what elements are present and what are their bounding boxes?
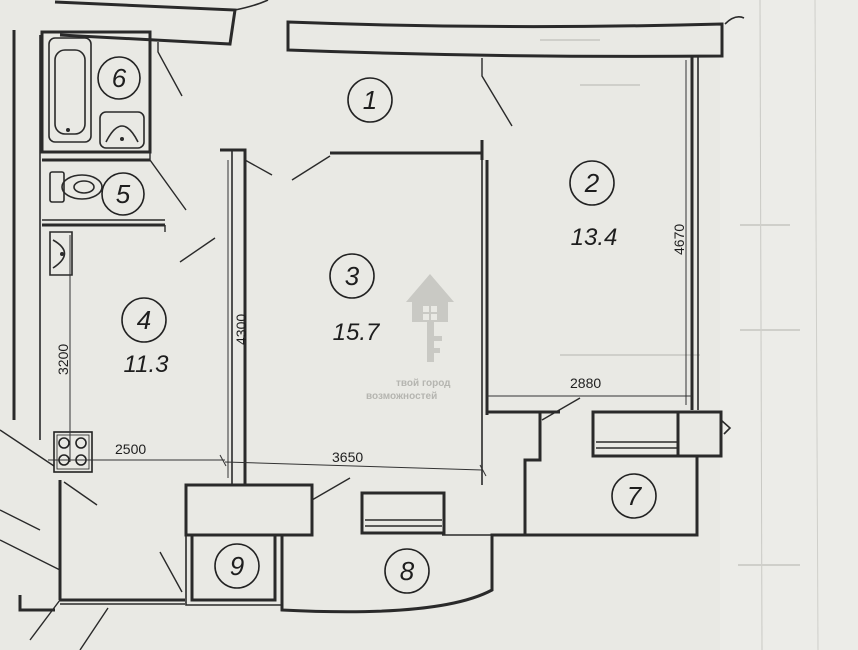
dimension-room4-width: 2500 (115, 441, 146, 457)
dimension-room3-width: 3650 (332, 449, 363, 465)
room-label-6: 6 (97, 56, 141, 100)
watermark-line2: возможностей (366, 391, 437, 402)
room-area: 15.7 (333, 319, 381, 346)
room-number: 5 (116, 179, 131, 209)
sink-icon (99, 111, 145, 149)
stove-icon (53, 431, 93, 473)
room-number: 1 (363, 85, 377, 115)
walls (12, 0, 745, 614)
ghost-text (540, 39, 800, 566)
room-area: 11.3 (124, 351, 170, 378)
dimension-balcony-width: 2880 (570, 375, 601, 391)
room-area: 13.4 (571, 224, 618, 251)
room-number: 3 (345, 261, 360, 291)
kitchen-sink-icon (49, 231, 73, 276)
toilet-icon (49, 171, 103, 203)
doors (0, 42, 581, 650)
dimension-lines (48, 60, 692, 478)
bathtub-icon (48, 37, 92, 143)
room-label-4: 4 11.3 (121, 297, 170, 378)
room-number: 6 (112, 63, 127, 93)
room-label-8: 8 (384, 548, 430, 594)
room-number: 2 (584, 168, 600, 198)
room-label-7: 7 (611, 473, 657, 519)
room-label-5: 5 (101, 172, 145, 216)
room-number: 9 (230, 551, 244, 581)
dimension-room3-height: 4300 (233, 314, 249, 345)
room-number: 7 (627, 481, 643, 511)
room-number: 4 (137, 305, 151, 335)
dimension-room4-height: 3200 (55, 344, 71, 375)
watermark: твой город возможностей (366, 274, 454, 402)
room-label-9: 9 (214, 543, 260, 589)
watermark-line1: твой город (396, 378, 451, 389)
room-label-1: 1 (347, 77, 393, 123)
dimension-room2-height: 4670 (671, 224, 687, 255)
room-label-3: 3 15.7 (329, 253, 381, 346)
room-number: 8 (400, 556, 415, 586)
room-label-2: 2 13.4 (569, 160, 618, 251)
house-key-icon (406, 274, 454, 362)
